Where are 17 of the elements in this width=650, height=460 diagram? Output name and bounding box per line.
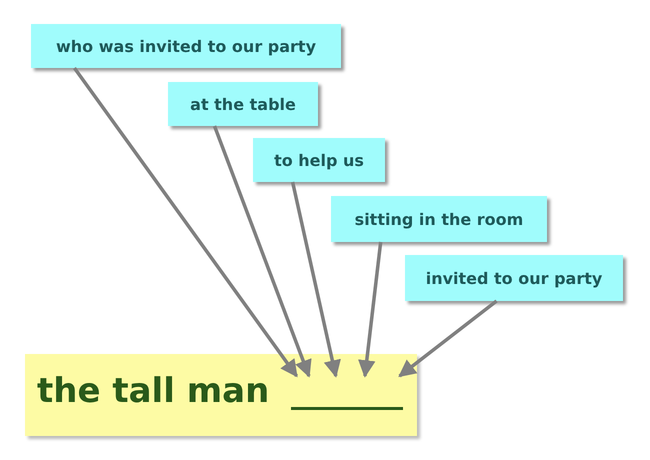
phrase-box [405, 255, 623, 301]
sentence-box [25, 354, 417, 436]
phrase-text: invited to our party [426, 268, 602, 288]
arrow [290, 182, 341, 378]
phrase-text: who was invited to our party [56, 36, 316, 56]
arrow [212, 125, 312, 378]
arrow [72, 66, 298, 378]
arrow [398, 300, 498, 378]
phrase-text: at the table [190, 94, 296, 114]
phrase-box [253, 138, 385, 182]
sentence-text: the tall man [37, 371, 270, 411]
phrase-box [331, 196, 547, 242]
phrase-text: to help us [274, 150, 364, 170]
arrow [358, 242, 382, 378]
phrase-text: sitting in the room [354, 210, 524, 228]
phrase-box [31, 24, 341, 68]
phrase-box [168, 82, 318, 126]
